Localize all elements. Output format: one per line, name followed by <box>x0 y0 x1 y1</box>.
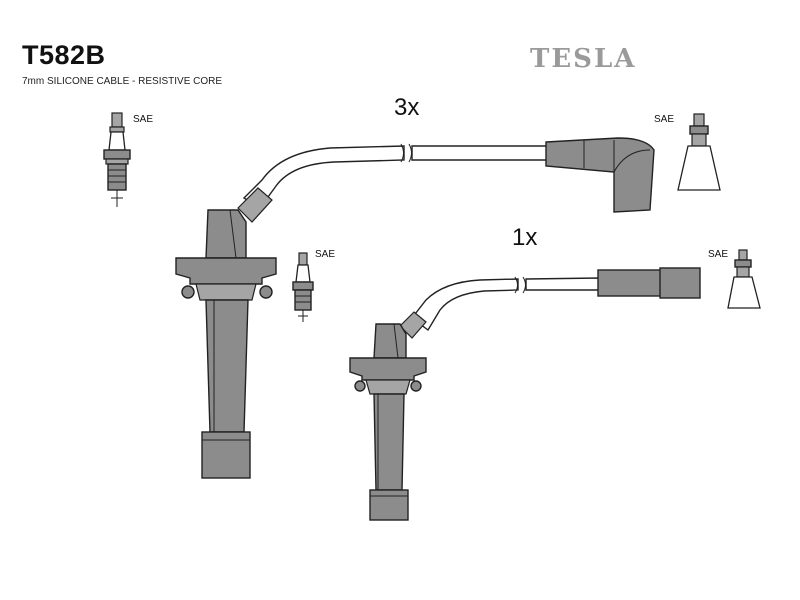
sae-label-boot-right: SAE <box>708 249 729 260</box>
brand-logo: TESLA <box>530 44 637 74</box>
sae-label-plug-middle: SAE <box>315 249 336 260</box>
short-cable-right-boot <box>597 269 663 297</box>
short-cable-coil-boot-head <box>373 323 407 359</box>
long-cable-assembly <box>175 137 655 479</box>
spark-plug-icon-middle <box>292 252 314 322</box>
sae-label-boot-top-right: SAE <box>654 114 675 125</box>
long-cable-coil-boot-head <box>205 209 247 259</box>
spark-plug-icon-top-left <box>103 112 131 207</box>
boot-icon-top-right <box>677 113 721 191</box>
part-number-title: T582B <box>22 40 106 70</box>
long-cable-right-boot <box>545 137 655 213</box>
sae-label-plug-top-left: SAE <box>133 114 154 125</box>
cable-description: 7mm SILICONE CABLE - RESISTIVE CORE <box>22 76 223 87</box>
long-cable-flange <box>175 257 277 285</box>
boot-icon-right <box>727 249 761 309</box>
long-cable-tube <box>205 299 249 433</box>
short-cable-flange <box>349 357 427 381</box>
short-cable-assembly <box>349 267 701 521</box>
quantity-label-long-cable: 3x <box>394 94 420 121</box>
quantity-label-short-cable: 1x <box>512 224 538 251</box>
